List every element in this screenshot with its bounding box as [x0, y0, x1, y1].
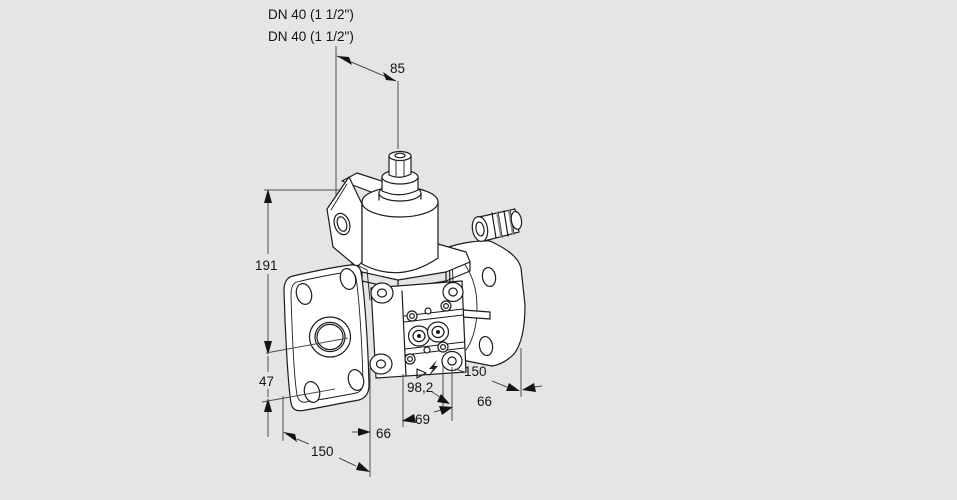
dim-98-2: 98,2 — [407, 365, 450, 406]
dn-labels: DN 40 (1 1/2") DN 40 (1 1/2") — [268, 7, 354, 44]
pressure-port — [407, 325, 431, 347]
dim-66-right: 66 — [477, 383, 543, 409]
dim-191-label: 191 — [255, 258, 278, 273]
dim-69: 69 — [402, 367, 453, 427]
left-flange — [283, 264, 371, 412]
corner-bolt — [370, 282, 394, 304]
corner-bolt — [442, 281, 464, 303]
test-point-screw — [404, 300, 452, 365]
dim-66-right-label: 66 — [477, 394, 492, 409]
dim-66-bottom-label: 66 — [376, 426, 391, 441]
dimension-layer: DN 40 (1 1/2") DN 40 (1 1/2") 85 191 47 — [255, 7, 543, 477]
flow-direction-icon — [416, 368, 427, 379]
pressure-port — [426, 321, 450, 343]
cable-gland — [471, 208, 523, 242]
valve-body — [369, 280, 467, 379]
dn-label-top: DN 40 (1 1/2") — [268, 7, 354, 22]
corner-bolt — [369, 353, 393, 375]
solenoid-symbol-icon — [428, 360, 438, 377]
dim-150-left-label: 150 — [311, 444, 334, 459]
dim-66-bottom: 66 — [352, 426, 391, 441]
top-nut — [381, 150, 419, 196]
corner-bolt — [441, 350, 463, 372]
mounting-bracket — [326, 176, 363, 268]
dim-85-label: 85 — [390, 61, 405, 76]
dim-85: 85 — [335, 46, 405, 195]
dim-69-label: 69 — [415, 412, 430, 427]
dim-98-2-label: 98,2 — [407, 380, 433, 395]
dim-150-right: 150 — [454, 348, 522, 397]
dim-150-left: 150 — [282, 368, 371, 477]
dim-47-label: 47 — [259, 374, 274, 389]
dim-191: 191 — [255, 189, 349, 437]
valve-drawing — [283, 150, 526, 412]
dn-label-bottom: DN 40 (1 1/2") — [268, 29, 354, 44]
flange-bore — [308, 316, 352, 358]
dim-47: 47 — [259, 374, 336, 412]
solenoid-coil — [361, 184, 439, 274]
dim-150-right-label: 150 — [464, 364, 487, 379]
